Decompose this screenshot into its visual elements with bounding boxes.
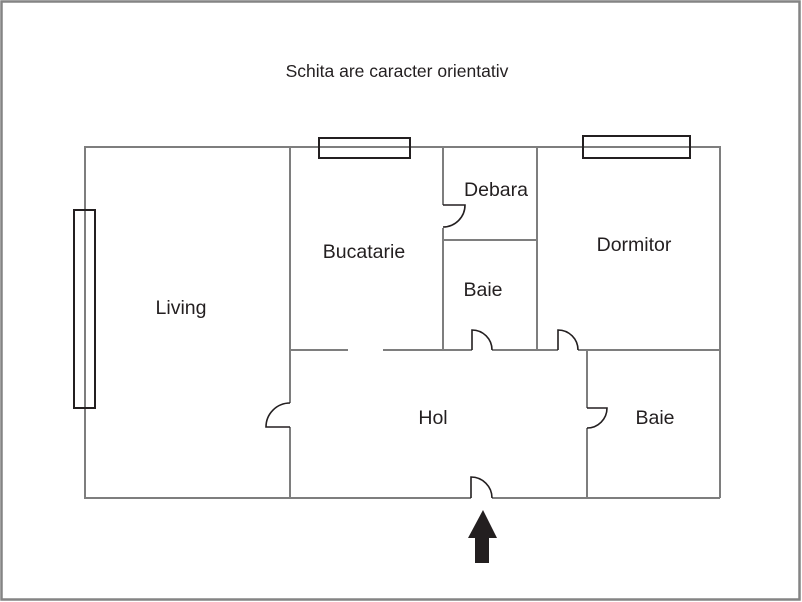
room-label-living: Living <box>156 297 207 319</box>
room-label-debara: Debara <box>464 179 528 201</box>
door-entrance <box>470 476 493 499</box>
room-label-hol: Hol <box>418 407 447 429</box>
window-bucatarie <box>318 137 411 159</box>
door-living <box>265 402 291 428</box>
door-baie-bottom <box>586 407 608 429</box>
room-label-bucatarie: Bucatarie <box>323 241 405 263</box>
disclaimer-title: Schita are caracter orientativ <box>286 61 509 81</box>
room-label-baie-bottom: Baie <box>635 407 674 429</box>
door-debara <box>442 204 466 228</box>
room-label-dormitor: Dormitor <box>597 234 672 256</box>
entrance-arrow-icon <box>468 510 497 563</box>
door-dormitor <box>557 329 579 351</box>
window-dormitor <box>582 135 691 159</box>
door-baie-top <box>471 329 493 351</box>
outer-walls <box>84 146 721 499</box>
room-label-baie-top: Baie <box>463 279 502 301</box>
window-living <box>73 209 96 409</box>
